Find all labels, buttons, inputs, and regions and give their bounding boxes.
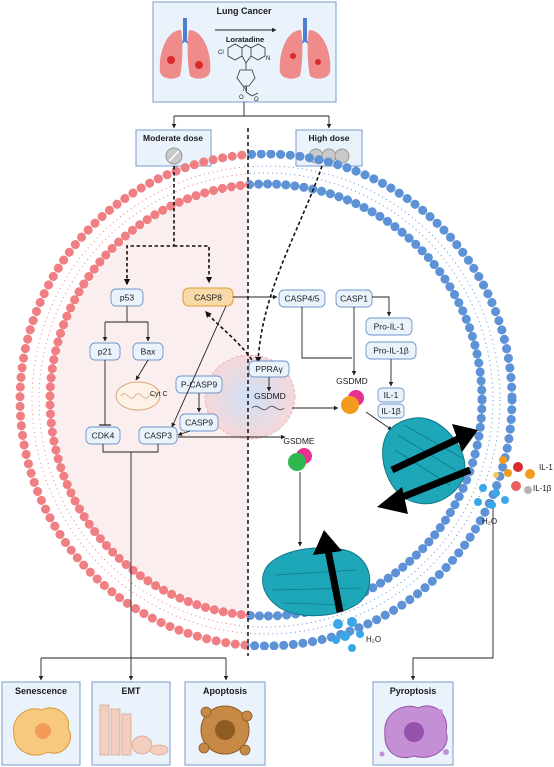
node-p53: p53 (120, 293, 134, 303)
atom-n1-label: N (266, 56, 270, 62)
moderate-dose-label: Moderate dose (143, 133, 203, 143)
emt-cells-icon (99, 704, 169, 756)
node-il1b: IL-1β (381, 406, 401, 416)
water-molecules-right-icon (474, 484, 509, 509)
node-gsdmd-protein: GSDMD (336, 376, 368, 386)
loratadine-structure-icon (227, 43, 266, 97)
node-p21: p21 (98, 347, 112, 357)
released-il1b-label: IL-1β (533, 484, 552, 493)
pathway-arrows (38, 294, 494, 681)
outcome-emt: EMT (91, 681, 171, 766)
atom-n2-label: N (243, 87, 247, 93)
membrane-left (15, 150, 248, 650)
atom-o2-label: O (254, 97, 259, 103)
atom-o1-label: O (239, 95, 244, 101)
water-right-label: H₂O (482, 517, 497, 526)
pyroptosis-label: Pyroptosis (390, 686, 437, 696)
senescence-label: Senescence (15, 686, 67, 696)
released-il1-label: IL-1 (539, 463, 553, 472)
dna-icon (251, 405, 285, 411)
dose-branch-connector (171, 102, 332, 129)
node-casp8: CASP8 (194, 293, 222, 303)
node-casp3: CASP3 (144, 431, 172, 441)
moderate-dose-box: Moderate dose (135, 129, 212, 167)
node-gsdmd-gene: GSDMD (254, 391, 286, 401)
node-bax: Bax (141, 347, 156, 357)
node-casp9: CASP9 (185, 418, 213, 428)
node-gsdme-protein: GSDME (283, 436, 315, 446)
water-molecules-bottom-icon (332, 617, 364, 652)
outcome-senescence: Senescence (1, 681, 81, 766)
node-pro-il1: Pro-IL-1 (374, 322, 405, 332)
pyroptotic-cell-icon (379, 705, 449, 758)
node-il1: IL-1 (384, 390, 399, 400)
pathway-nodes: p53 CASP8 CASP4/5 CASP1 p21 Bax Pro-IL-1… (85, 287, 417, 446)
outcome-pyroptosis: Pyroptosis (372, 681, 454, 766)
atom-cl-label: Cl (218, 50, 224, 56)
apoptosis-label: Apoptosis (203, 686, 247, 696)
high-dose-label: High dose (308, 133, 349, 143)
lung-tumor-left-icon (159, 18, 211, 79)
mitochondrion-icon (115, 381, 161, 411)
water-bottom-label: H₂O (366, 635, 381, 644)
cytokine-cluster-icon (493, 456, 535, 494)
node-ppar-gamma: PPRAγ (255, 364, 283, 374)
lung-cancer-header: Lung Cancer Loratadine (152, 1, 337, 103)
cyt-c-label: Cyt C (150, 391, 168, 398)
node-casp45: CASP4/5 (285, 294, 320, 304)
efflux-arrows (313, 424, 478, 613)
gsdme-protein-icon (288, 448, 312, 471)
gasdermin-pore-bottom (262, 547, 371, 617)
apoptotic-cell-icon (198, 705, 253, 756)
drug-name: Loratadine (226, 35, 264, 44)
node-pro-il1b: Pro-IL-1β (373, 346, 409, 356)
membrane-right (248, 150, 517, 650)
emt-label: EMT (122, 686, 142, 696)
node-cdk4: CDK4 (92, 431, 115, 441)
outcome-apoptosis: Apoptosis (184, 681, 266, 766)
lung-tumor-right-icon (279, 18, 331, 79)
node-casp1: CASP1 (340, 294, 368, 304)
gsdmd-protein-icon (341, 390, 364, 414)
node-p-casp9: P-CASP9 (181, 380, 218, 390)
lung-cancer-title: Lung Cancer (216, 6, 272, 16)
